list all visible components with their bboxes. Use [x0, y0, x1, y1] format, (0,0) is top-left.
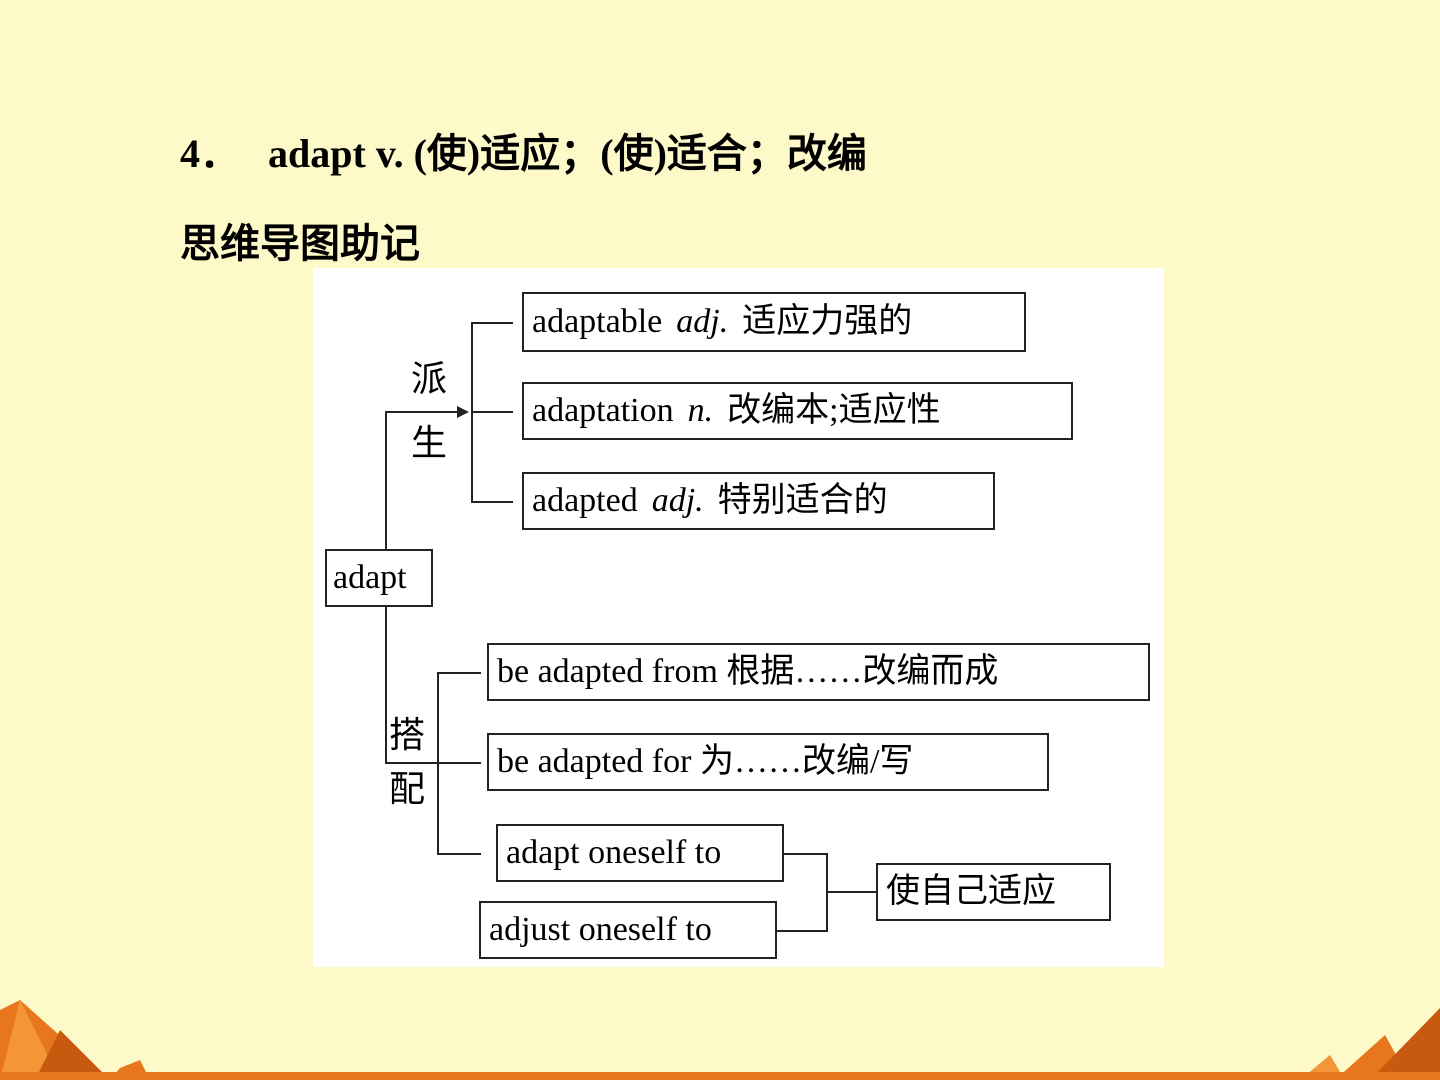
- item-number: 4．: [180, 131, 240, 176]
- derivative-node-adapted: adapted adj. 特别适合的: [522, 472, 995, 530]
- derivative-word: adaptation: [532, 392, 674, 429]
- derivation-label-bottom: 生: [411, 423, 448, 464]
- collocation-label-bottom: 配: [389, 769, 426, 810]
- reflexive-branch-2: [777, 930, 826, 932]
- reflexive-node-adapt: adapt oneself to: [496, 824, 784, 882]
- derivative-node-adaptation: adaptation n. 改编本;适应性: [522, 382, 1073, 440]
- headword-meaning: (使)适应；(使)适合；改编: [413, 131, 867, 176]
- derivative-meaning: 适应力强的: [742, 303, 913, 340]
- derivative-meaning: 改编本;适应性: [727, 392, 941, 429]
- connector-derivation: [385, 411, 457, 413]
- connector-trunk-down: [385, 607, 387, 763]
- derivative-pos: n.: [687, 392, 714, 429]
- triangle-shape: [1370, 1008, 1440, 1080]
- collocation-label-top: 搭: [389, 715, 426, 756]
- collocation-phrase: be adapted for: [497, 743, 692, 780]
- reflexive-node-adjust: adjust oneself to: [479, 901, 777, 959]
- collocation-branch-3: [437, 853, 481, 855]
- derivation-branch-3: [471, 501, 513, 503]
- collocation-node-for: be adapted for 为……改编/写: [487, 733, 1049, 791]
- triangle-shape: [35, 1030, 110, 1080]
- collocation-branch-1: [437, 672, 481, 674]
- derivative-pos: adj.: [651, 482, 704, 519]
- derivative-word: adapted: [532, 482, 638, 519]
- page-title: 4． adapt v. (使)适应；(使)适合；改编: [180, 134, 867, 174]
- derivation-label-top: 派: [411, 359, 448, 400]
- root-node: adapt: [325, 549, 433, 607]
- arrow-icon: [457, 406, 469, 418]
- derivation-branch-1: [471, 322, 513, 324]
- mind-map-diagram: adapt 派 生 adaptable adj. 适应力强的 adaptation n…: [313, 268, 1164, 967]
- reflexive-meaning-node: 使自己适应: [876, 863, 1111, 921]
- collocation-node-from: be adapted from 根据……改编而成: [487, 643, 1150, 701]
- derivative-node-adaptable: adaptable adj. 适应力强的: [522, 292, 1026, 352]
- bottom-stripe: [0, 1072, 1440, 1080]
- derivation-branch-2: [471, 411, 513, 413]
- collocation-meaning: 为……改编/写: [699, 743, 914, 780]
- reflexive-branch-1: [784, 853, 826, 855]
- derivative-pos: adj.: [676, 303, 729, 340]
- collocation-phrase: be adapted from: [497, 653, 718, 690]
- connector-trunk-up: [385, 411, 387, 549]
- derivative-word: adaptable: [532, 303, 663, 340]
- connector-collocation: [385, 762, 437, 764]
- page-subtitle: 思维导图助记: [180, 221, 420, 266]
- reflexive-branch-out: [826, 891, 876, 893]
- collocation-branch-2: [437, 762, 481, 764]
- collocation-meaning: 根据……改编而成: [726, 653, 999, 690]
- headword-pos: v.: [375, 131, 404, 176]
- headword: adapt: [268, 131, 366, 176]
- derivative-meaning: 特别适合的: [717, 482, 888, 519]
